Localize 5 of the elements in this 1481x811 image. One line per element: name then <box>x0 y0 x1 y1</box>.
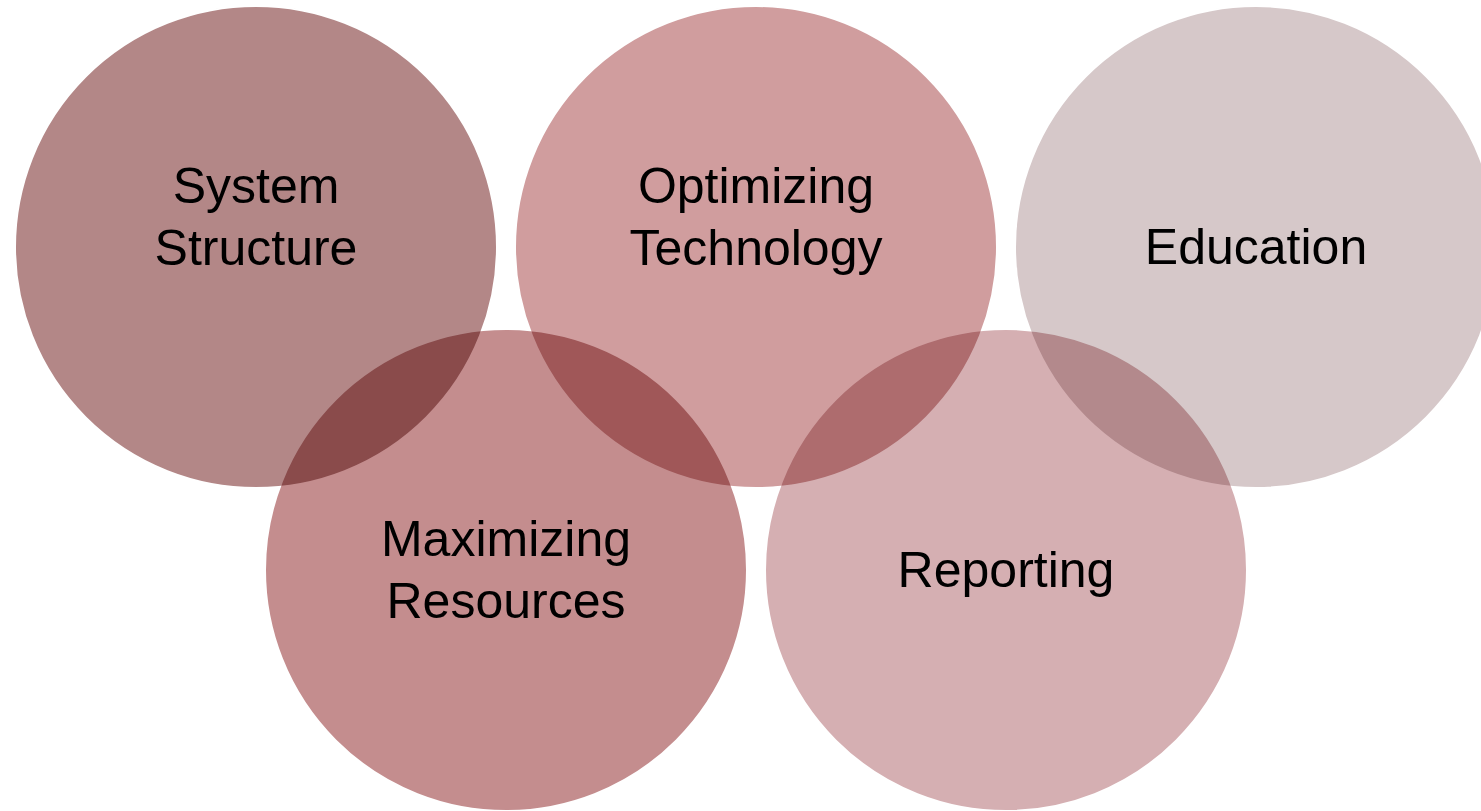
circle-label: Reporting <box>897 541 1115 600</box>
circle-label: Education <box>1144 218 1368 277</box>
circle-label: Maximizing Resources <box>379 510 633 631</box>
circle-label: System Structure <box>153 157 359 278</box>
circle-label: Optimizing Technology <box>628 157 884 278</box>
